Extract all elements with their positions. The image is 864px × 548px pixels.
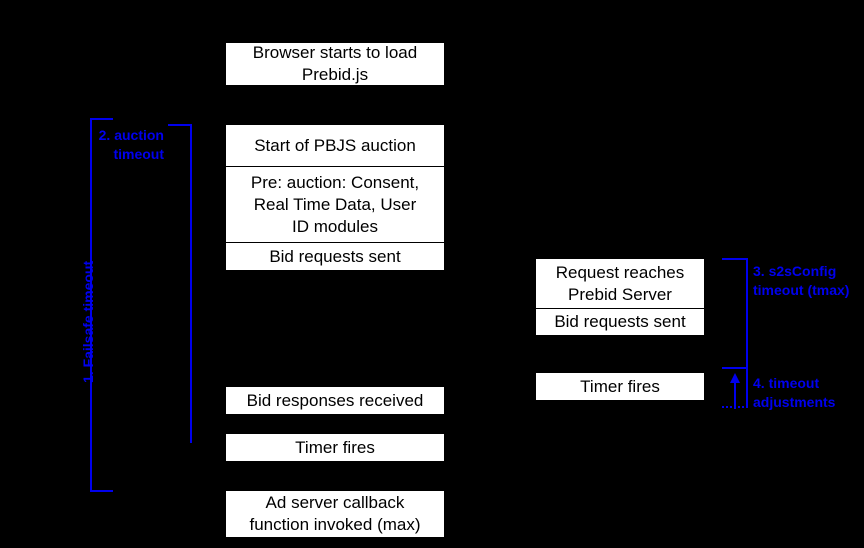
process-box-ad-server-callback: Ad server callback function invoked (max… — [225, 490, 445, 538]
failsafe-bracket-bottom-tick — [90, 490, 113, 492]
failsafe-bracket-top-tick — [90, 118, 113, 120]
process-box-pre-auction: Pre: auction: Consent, Real Time Data, U… — [225, 166, 445, 242]
process-box-bid-requests-sent: Bid requests sent — [225, 242, 445, 271]
process-box-request-reaches-server: Request reaches Prebid Server — [535, 258, 705, 308]
prebid-server-stack: Request reaches Prebid Server Bid reques… — [535, 258, 705, 336]
annotation-label-s2sconfig-timeout: 3. s2sConfig timeout (tmax) — [753, 263, 850, 298]
timeout-adjustments-up-arrow-icon — [730, 373, 740, 409]
failsafe-bracket-vertical — [90, 118, 92, 492]
pbjs-auction-stack: Start of PBJS auction Pre: auction: Cons… — [225, 124, 445, 271]
annotation-label-timeout-adjustments: 4. timeout adjustments — [753, 375, 836, 410]
auction-timeout-bracket-top-tick — [168, 124, 192, 126]
process-box-browser-load: Browser starts to load Prebid.js — [225, 42, 445, 86]
s2sconfig-bracket-vertical — [746, 258, 748, 369]
annotation-label-auction-timeout: 2. auction timeout — [98, 127, 164, 162]
process-box-server-bid-requests-sent: Bid requests sent — [535, 308, 705, 336]
process-box-bid-responses-received: Bid responses received — [225, 386, 445, 415]
process-box-timer-fires-server: Timer fires — [535, 372, 705, 401]
process-box-timer-fires-client: Timer fires — [225, 433, 445, 462]
timeout-adjustments-bracket-vertical — [746, 367, 748, 407]
annotation-label-failsafe-timeout: 1. Failsafe timeout — [80, 260, 96, 383]
auction-timeout-bracket-vertical — [190, 124, 192, 443]
s2sconfig-bracket-bottom-tick — [722, 367, 748, 369]
s2sconfig-bracket-top-tick — [722, 258, 748, 260]
process-box-auction-start: Start of PBJS auction — [225, 124, 445, 166]
